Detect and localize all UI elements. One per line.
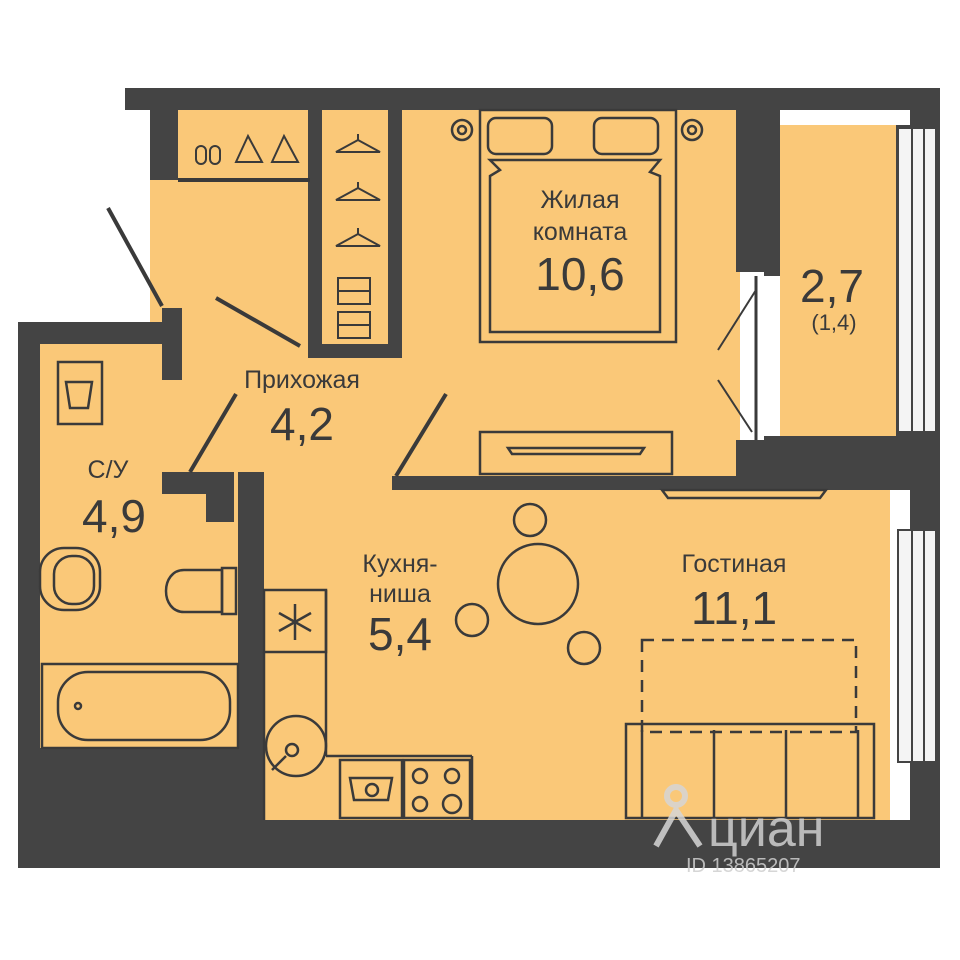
dishwasher-icon (338, 758, 404, 820)
tv-icon (478, 430, 829, 500)
living-room-area: 10,6 (535, 248, 625, 300)
sink-icon (264, 714, 328, 778)
lounge-name: Гостиная (682, 550, 787, 578)
room-kitchen: Кухня- ниша 5,4 (362, 550, 437, 660)
room-bathroom: С/У 4,9 (82, 456, 146, 542)
stove-icon (402, 758, 472, 820)
bathtub-icon (40, 662, 240, 750)
kitchen-name-2: ниша (369, 580, 431, 608)
bed-icon (450, 108, 704, 344)
bathroom-area: 4,9 (82, 490, 146, 542)
door-swing-icon (106, 207, 758, 478)
watermark: циан ID 13865207 (653, 784, 824, 877)
watermark-id: ID 13865207 (686, 855, 801, 877)
room-hallway: Прихожая 4,2 (244, 366, 360, 450)
washing-machine-icon (56, 360, 104, 426)
room-balcony: 2,7 (1,4) (800, 260, 864, 335)
toilet-icon (164, 566, 238, 616)
sofa-icon (624, 638, 876, 820)
hallway-name: Прихожая (244, 366, 360, 394)
watermark-brand: циан (708, 800, 824, 858)
room-lounge: Гостиная 11,1 (682, 550, 787, 634)
dining-table-icon (454, 502, 602, 666)
room-living-room: Жилая комната 10,6 (533, 186, 628, 300)
living-room-name-2: комната (533, 218, 628, 246)
window-icon (897, 127, 937, 763)
kitchen-name-1: Кухня- (362, 550, 437, 578)
cian-logo-icon (653, 784, 703, 848)
wardrobe-hanger-icon (234, 133, 381, 339)
balcony-area: 2,7 (800, 260, 864, 312)
kitchen-counter (262, 590, 474, 820)
floor-area (40, 110, 910, 820)
balcony-sub-area: (1,4) (811, 310, 856, 335)
sink-icon (38, 546, 102, 612)
bathroom-name: С/У (88, 456, 129, 484)
slippers-icon (195, 145, 221, 165)
hallway-area: 4,2 (270, 398, 334, 450)
lounge-area: 11,1 (691, 582, 777, 634)
kitchen-area: 5,4 (368, 608, 432, 660)
living-room-name-1: Жилая (540, 186, 619, 214)
